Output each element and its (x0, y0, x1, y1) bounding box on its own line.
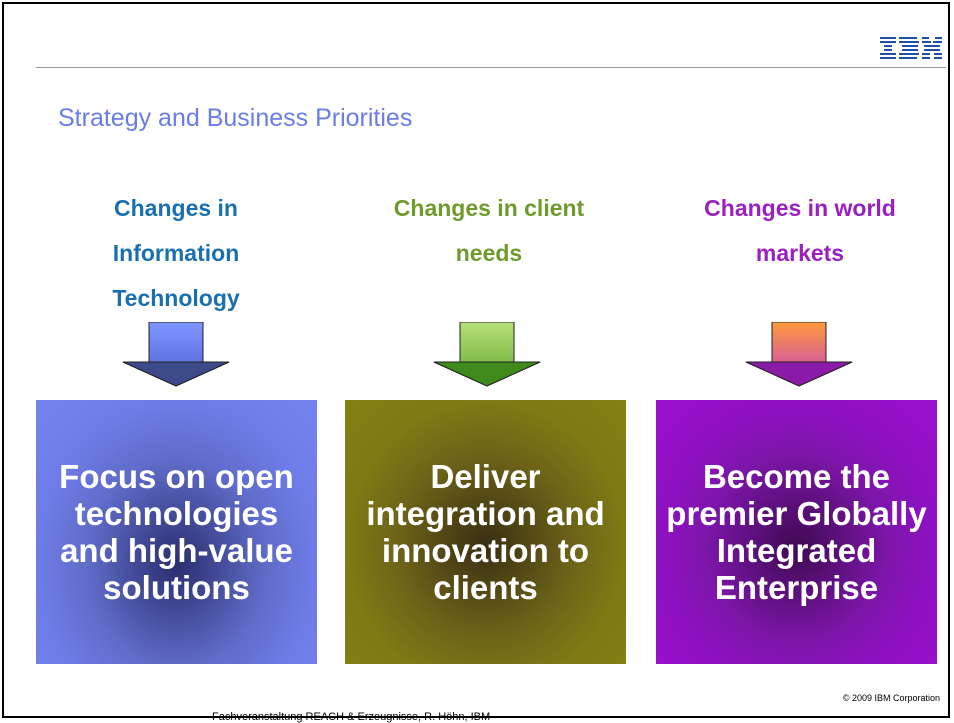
priority-box-text: Become the premier Globally Integrated E… (666, 458, 927, 606)
slide-title: Strategy and Business Priorities (58, 104, 413, 132)
header-rule (36, 67, 946, 68)
down-arrow-icon (433, 322, 541, 387)
down-arrow-icon (122, 322, 230, 387)
priority-box-global-enterprise: Become the premier Globally Integrated E… (656, 400, 937, 664)
heading-it: Changes in Information Technology (112, 195, 240, 311)
priority-box-integration: Deliver integration and innovation to cl… (345, 400, 626, 664)
priority-box-text: Deliver integration and innovation to cl… (366, 458, 605, 606)
ibm-logo (880, 37, 942, 59)
heading-markets: Changes in world markets (704, 195, 896, 266)
footer-event: Fachveranstaltung REACH & Erzeugnisse, R… (212, 711, 491, 723)
priority-box-text: Focus on open technologies and high-valu… (59, 458, 294, 606)
down-arrow-icon (745, 322, 853, 387)
heading-client: Changes in client needs (393, 195, 585, 266)
priority-box-open-technologies: Focus on open technologies and high-valu… (36, 400, 317, 664)
copyright: © 2009 IBM Corporation (842, 693, 940, 703)
